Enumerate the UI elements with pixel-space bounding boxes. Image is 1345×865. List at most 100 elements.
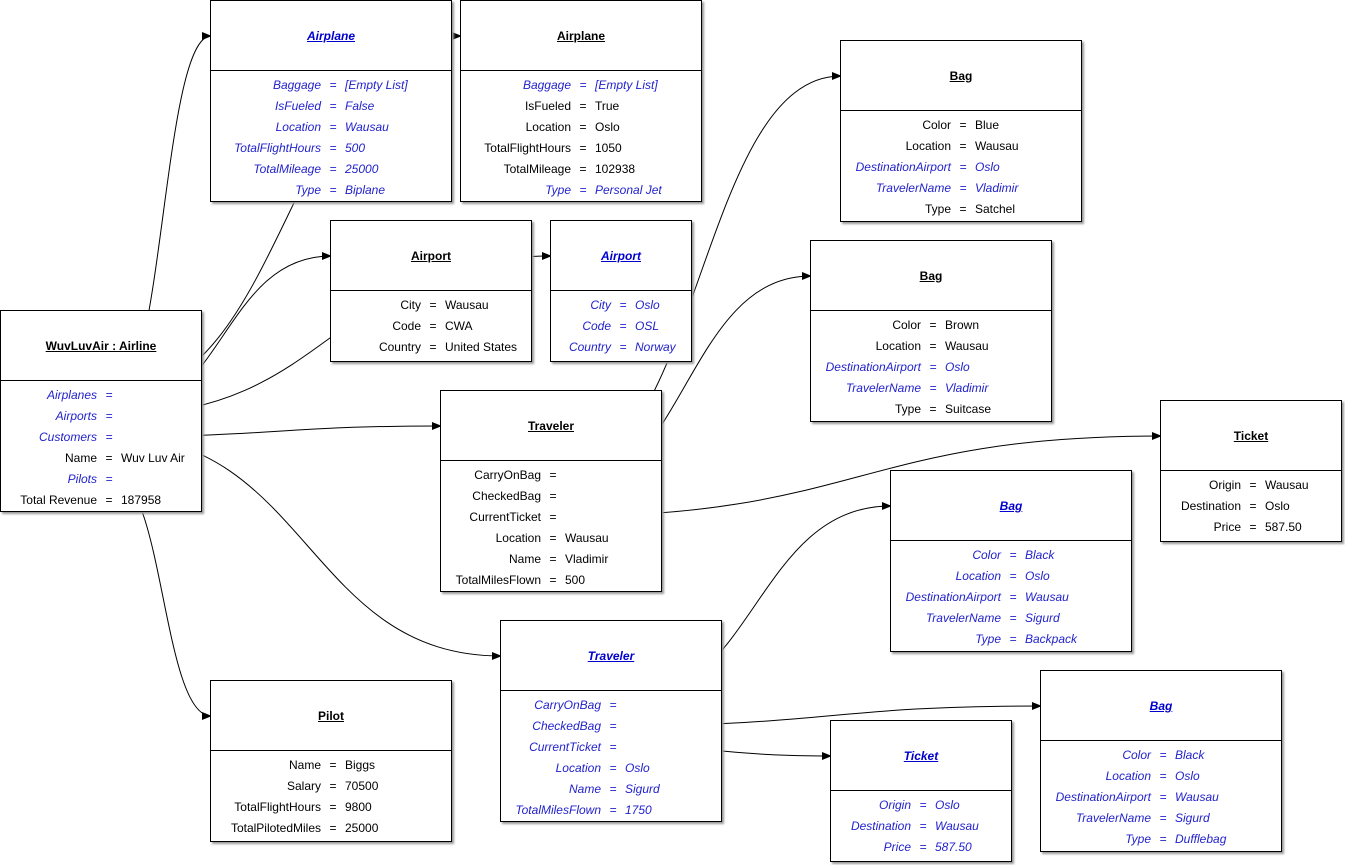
equals-sign: =: [1009, 589, 1017, 604]
property-value: Wuv Luv Air: [121, 450, 185, 465]
equals-sign: =: [929, 317, 937, 332]
property-value: Wausau: [565, 530, 609, 545]
equals-sign: =: [959, 180, 967, 195]
object-title: Pilot: [318, 708, 344, 723]
property-value: Oslo: [975, 159, 1000, 174]
equals-sign: =: [549, 467, 557, 482]
object-title: Airplane: [556, 28, 605, 43]
property-value: Sigurd: [1175, 810, 1210, 825]
property-row: Type=Satchel: [841, 198, 1081, 219]
property-row: Color=Brown: [811, 314, 1051, 335]
equals-sign: =: [549, 509, 557, 524]
property-row: DestinationAirport = Wausau: [891, 586, 1131, 607]
property-name: Color: [892, 317, 921, 332]
equals-sign: =: [429, 297, 437, 312]
property-value: 1750: [625, 802, 652, 817]
property-value: Wausau: [1025, 589, 1069, 604]
property-row: Location=Wausau: [841, 135, 1081, 156]
property-name: Code: [392, 318, 421, 333]
property-row: DestinationAirport=Oslo: [841, 156, 1081, 177]
property-value: Backpack: [1025, 631, 1078, 646]
property-value: 500: [345, 140, 366, 155]
property-name: CarryOnBag: [474, 467, 541, 482]
equals-sign: =: [1009, 631, 1017, 646]
object-header: Airplane: [211, 1, 451, 71]
property-value: Wausau: [1175, 789, 1219, 804]
object-header: WuvLuvAir : Airline: [1, 311, 201, 381]
property-name: DestinationAirport: [905, 589, 1001, 604]
property-name: Price: [1213, 519, 1241, 534]
property-name: TravelerName: [925, 610, 1001, 625]
property-row: Destination=Oslo: [1161, 495, 1341, 516]
property-value: Oslo: [1175, 768, 1200, 783]
object-title: Bag: [1149, 698, 1173, 713]
equals-sign: =: [579, 140, 587, 155]
property-row: IsFueled=True: [461, 95, 701, 116]
property-value: Wausau: [975, 138, 1019, 153]
property-name: Origin: [1208, 477, 1241, 492]
equals-sign: =: [329, 778, 337, 793]
property-name: TravelerName: [845, 380, 921, 395]
property-name: Price: [883, 839, 911, 854]
equals-sign: =: [609, 739, 617, 754]
property-row: Location=Oslo: [461, 116, 701, 137]
property-name: Name: [568, 781, 601, 796]
property-row: Location=Wausau: [441, 527, 661, 548]
property-row: Name=Sigurd: [501, 778, 721, 799]
object-header: Ticket: [1161, 401, 1341, 471]
property-value: Black: [1175, 747, 1205, 762]
property-name: Airplanes: [46, 387, 97, 402]
property-name: DestinationAirport: [1055, 789, 1151, 804]
property-row: Location=Wausau: [211, 116, 451, 137]
property-name: TotalFlightHours: [234, 799, 321, 814]
property-value: Dufflebag: [1175, 831, 1227, 846]
property-row: Baggage=[Empty List]: [211, 74, 451, 95]
property-value: [Empty List]: [345, 77, 408, 92]
property-value: Oslo: [595, 119, 620, 134]
property-name: TotalFlightHours: [234, 140, 321, 155]
property-value: 500: [565, 572, 586, 587]
property-value: [Empty List]: [595, 77, 658, 92]
equals-sign: =: [609, 760, 617, 775]
property-list: Airplanes=Airports=Customers=Name=Wuv Lu…: [1, 381, 201, 510]
equals-sign: =: [579, 161, 587, 176]
property-row: Country=Norway: [551, 336, 691, 357]
equals-sign: =: [329, 182, 337, 197]
property-row: Origin=Wausau: [1161, 474, 1341, 495]
property-name: Type: [545, 182, 571, 197]
object-header: Traveler: [441, 391, 661, 461]
object-header: Traveler: [501, 621, 721, 691]
property-row: Type=Backpack: [891, 628, 1131, 649]
property-value: Wausau: [1265, 477, 1309, 492]
property-name: Location: [555, 760, 601, 775]
property-row: Location=Oslo: [501, 757, 721, 778]
equals-sign: =: [929, 401, 937, 416]
property-name: CarryOnBag: [534, 697, 601, 712]
property-value: Personal Jet: [595, 182, 662, 197]
equals-sign: =: [929, 359, 937, 374]
equals-sign: =: [329, 77, 337, 92]
equals-sign: =: [105, 387, 113, 402]
property-value: Vladimir: [975, 180, 1019, 195]
reference-arrow: [114, 478, 212, 720]
object-title: Airport: [601, 248, 641, 263]
property-row: Salary=70500: [211, 775, 451, 796]
property-value: 9800: [345, 799, 372, 814]
property-name: Total Revenue: [20, 492, 97, 507]
